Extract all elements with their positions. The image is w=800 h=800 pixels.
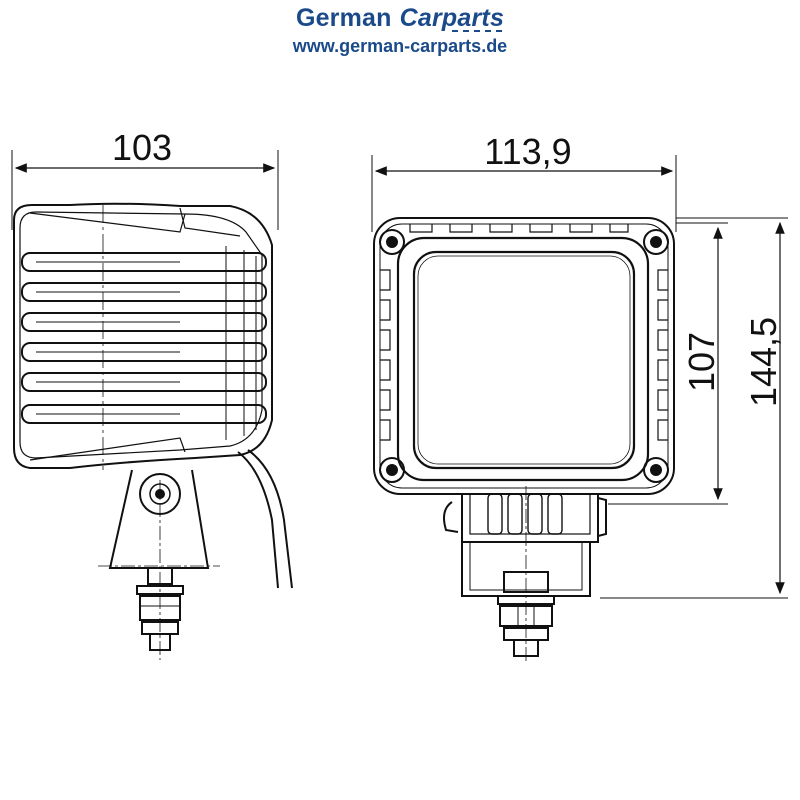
side-width-label: 103 [112, 127, 172, 168]
dimension-lens-height [608, 222, 728, 505]
dimension-front-width [371, 155, 677, 232]
front-view [371, 155, 788, 664]
lens-height-label: 107 [681, 332, 722, 392]
side-cable [237, 451, 279, 589]
dimension-side-width [11, 150, 279, 230]
brand-name-part2: Carparts [399, 4, 505, 32]
front-lens-frame [396, 236, 650, 482]
front-corner-screws [379, 229, 669, 483]
front-width-label: 113,9 [484, 131, 571, 172]
brand-header: German Carparts www.german-carparts.de [0, 4, 800, 57]
side-cooling-fins [21, 246, 267, 440]
front-lens [412, 250, 636, 470]
brand-url: www.german-carparts.de [292, 36, 508, 56]
brand-logo: German Carparts [296, 4, 504, 33]
brand-name-part1: German [295, 4, 392, 32]
front-bolt [497, 486, 555, 664]
side-bolt [136, 480, 184, 660]
dimension-total-height [600, 217, 788, 599]
side-view [11, 150, 293, 660]
front-mount-bracket [443, 493, 607, 597]
total-height-label: 144,5 [743, 317, 784, 407]
side-housing [13, 202, 273, 469]
